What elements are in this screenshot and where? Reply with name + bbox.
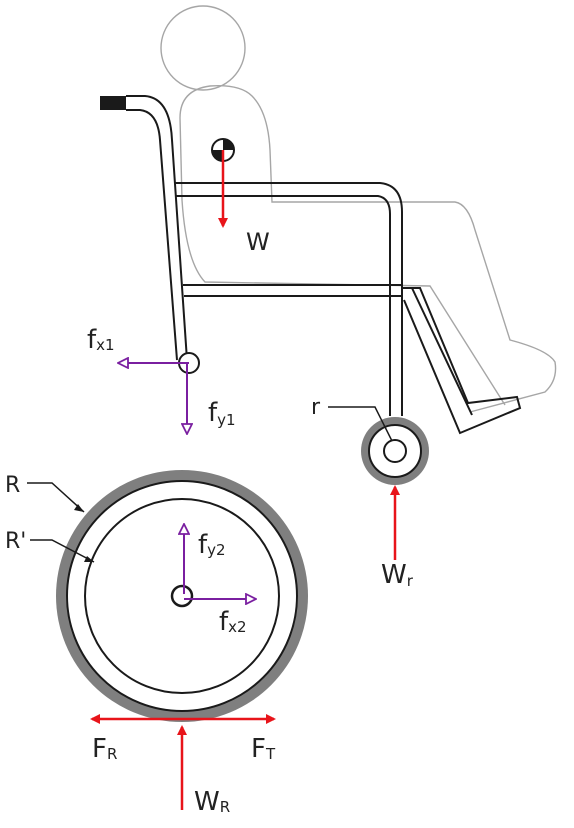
outer-radius-label: R <box>5 473 20 498</box>
rear-load-label: WR <box>194 787 230 817</box>
rolling-force-label: FR <box>92 734 117 764</box>
person-outline <box>160 5 557 413</box>
inner-radius-label: R' <box>5 529 26 554</box>
caster-radius-leader: r <box>311 395 393 442</box>
fy2-label: fy2 <box>198 530 226 560</box>
caster-load-label: Wr <box>381 560 414 590</box>
person-head <box>160 5 246 91</box>
seat-frame <box>175 182 403 416</box>
traction-force-label: FT <box>251 734 276 764</box>
radius-leaders <box>27 482 95 563</box>
rear-wheel <box>56 470 308 722</box>
fx1-label: fx1 <box>87 325 115 355</box>
person-lower-outline <box>179 117 506 406</box>
person-torso <box>179 85 557 413</box>
rear-axle <box>170 584 194 608</box>
caster-axle <box>383 439 407 463</box>
wheelchair-frame <box>100 95 522 435</box>
footrest <box>402 287 522 435</box>
push-handle-rail <box>126 95 188 361</box>
caster-radius-label: r <box>311 395 321 420</box>
center-of-mass-icon <box>211 138 235 162</box>
caster-wheel <box>361 417 429 485</box>
push-handle-grip <box>100 96 126 110</box>
fy1-label: fy1 <box>208 398 236 429</box>
fx2-label: fx2 <box>219 607 247 637</box>
weight-label: W <box>246 228 270 256</box>
